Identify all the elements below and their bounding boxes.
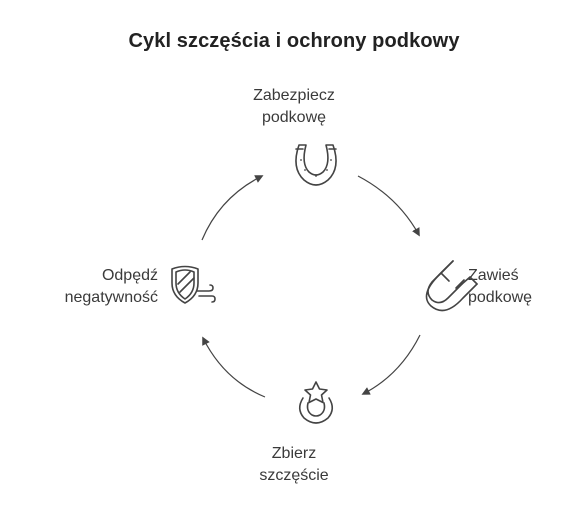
step-label-secure-horseshoe: Zabezpiecz podkowę bbox=[214, 85, 374, 129]
step-label-line: Odpędź bbox=[101, 267, 158, 284]
step-label-line: Zawieś bbox=[468, 267, 519, 284]
arrow-right-to-bottom bbox=[361, 334, 421, 395]
step-label-line: Zbierz bbox=[271, 445, 317, 462]
arrow-bottom-to-left bbox=[202, 336, 266, 398]
arrow-top-to-right bbox=[357, 175, 420, 237]
horseshoe-icon bbox=[295, 144, 337, 186]
step-label-line: negatywność bbox=[64, 289, 158, 306]
step-label-repel-negativity: Odpędź negatywność bbox=[40, 265, 158, 309]
shield-wind-icon bbox=[171, 265, 216, 304]
star-ring-icon bbox=[298, 381, 334, 424]
step-label-line: podkowę bbox=[261, 109, 327, 126]
arrow-left-to-top bbox=[201, 175, 264, 241]
step-label-hang-horseshoe: Zawieś podkowę bbox=[468, 265, 578, 309]
step-label-collect-luck: Zbierz szczęście bbox=[214, 443, 374, 487]
step-label-line: Zabezpiecz bbox=[253, 87, 335, 104]
diagram-title: Cykl szczęścia i ochrony podkowy bbox=[128, 30, 460, 52]
step-label-line: podkowę bbox=[468, 289, 533, 306]
magnet-icon bbox=[425, 260, 478, 312]
step-label-line: szczęście bbox=[259, 467, 329, 484]
